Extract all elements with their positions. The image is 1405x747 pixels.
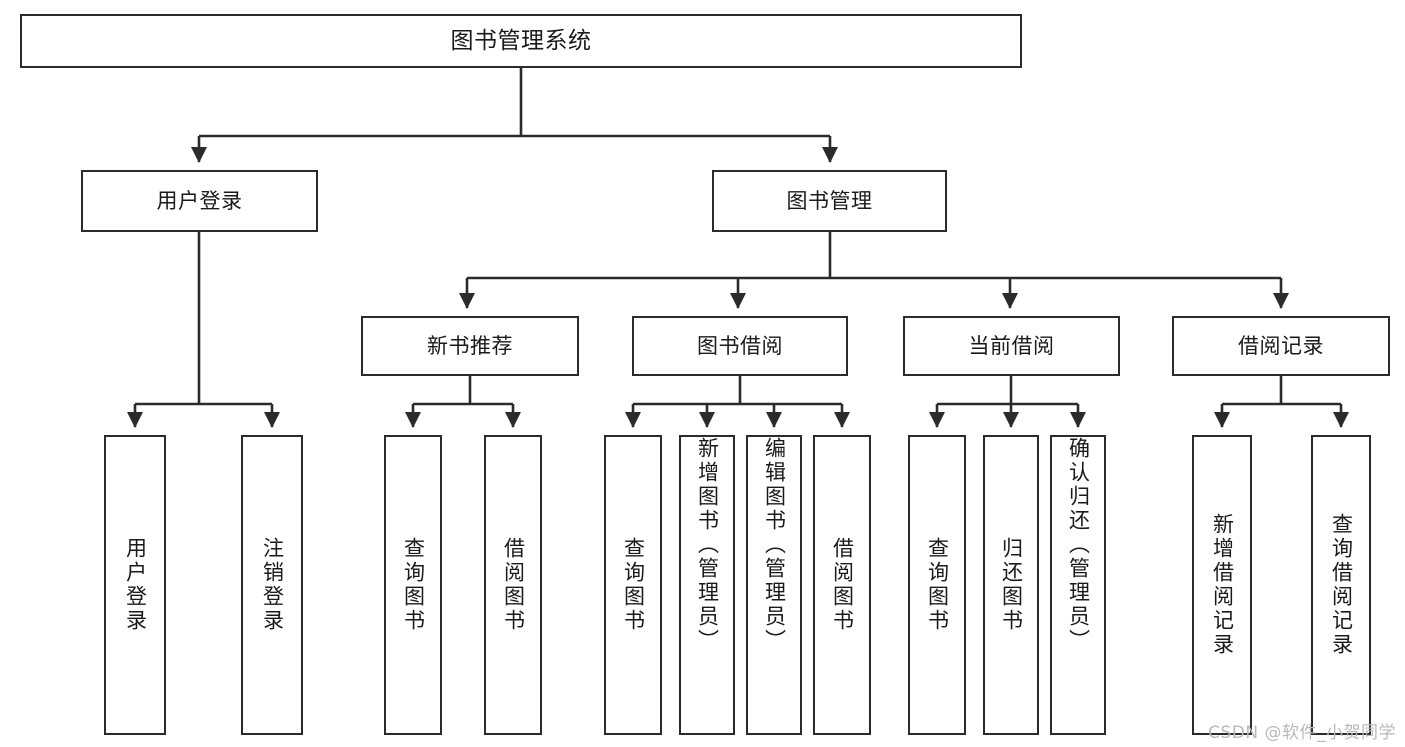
node-label: 图书管理 xyxy=(786,188,873,213)
node-label: 用户登录 xyxy=(156,188,243,213)
node-label: 借阅记录 xyxy=(1238,333,1324,358)
leaf-label: 查询图书 xyxy=(401,537,426,633)
leaf-current-query-book[interactable]: 查询图书 xyxy=(908,435,966,735)
leaf-current-return-book[interactable]: 归还图书 xyxy=(983,435,1039,735)
node-book-management[interactable]: 图书管理 xyxy=(712,170,947,232)
leaf-label: 归还图书 xyxy=(999,537,1024,633)
node-label: 图书管理系统 xyxy=(450,27,592,54)
leaf-label: 借阅图书 xyxy=(830,537,855,633)
leaf-borrow-add-book-admin[interactable]: 新增图书（管理员） xyxy=(679,435,735,735)
leaf-borrow-edit-book-admin[interactable]: 编辑图书（管理员） xyxy=(746,435,802,735)
leaf-borrow-query-book[interactable]: 查询图书 xyxy=(604,435,662,735)
node-label: 当前借阅 xyxy=(968,333,1055,358)
leaf-label: 编辑图书（管理员） xyxy=(762,437,787,653)
watermark-text: CSDN @软件_小贺同学 xyxy=(1208,723,1396,743)
leaf-history-add-record[interactable]: 新增借阅记录 xyxy=(1192,435,1252,735)
leaf-label: 确认归还（管理员） xyxy=(1066,437,1091,653)
leaf-label: 用户登录 xyxy=(123,537,148,633)
leaf-label: 查询图书 xyxy=(925,537,950,633)
node-current-borrow[interactable]: 当前借阅 xyxy=(903,316,1120,376)
leaf-recommend-borrow-book[interactable]: 借阅图书 xyxy=(484,435,542,735)
leaf-label: 注销登录 xyxy=(260,537,285,633)
node-user-login[interactable]: 用户登录 xyxy=(81,170,318,232)
leaf-label: 新增图书（管理员） xyxy=(695,437,720,653)
node-label: 新书推荐 xyxy=(427,333,513,358)
node-root-system[interactable]: 图书管理系统 xyxy=(20,14,1022,68)
leaf-user-login-signin[interactable]: 用户登录 xyxy=(104,435,166,735)
node-book-borrow[interactable]: 图书借阅 xyxy=(632,316,848,376)
leaf-label: 查询借阅记录 xyxy=(1329,513,1354,657)
leaf-label: 借阅图书 xyxy=(501,537,526,633)
leaf-label: 新增借阅记录 xyxy=(1210,513,1235,657)
leaf-user-login-signout[interactable]: 注销登录 xyxy=(241,435,303,735)
leaf-history-query-record[interactable]: 查询借阅记录 xyxy=(1311,435,1371,735)
leaf-recommend-query-book[interactable]: 查询图书 xyxy=(384,435,442,735)
node-borrow-history[interactable]: 借阅记录 xyxy=(1172,316,1390,376)
leaf-borrow-borrow-book[interactable]: 借阅图书 xyxy=(813,435,871,735)
node-label: 图书借阅 xyxy=(697,333,783,358)
leaf-current-confirm-return-admin[interactable]: 确认归还（管理员） xyxy=(1050,435,1106,735)
node-new-book-recommend[interactable]: 新书推荐 xyxy=(361,316,579,376)
leaf-label: 查询图书 xyxy=(621,537,646,633)
